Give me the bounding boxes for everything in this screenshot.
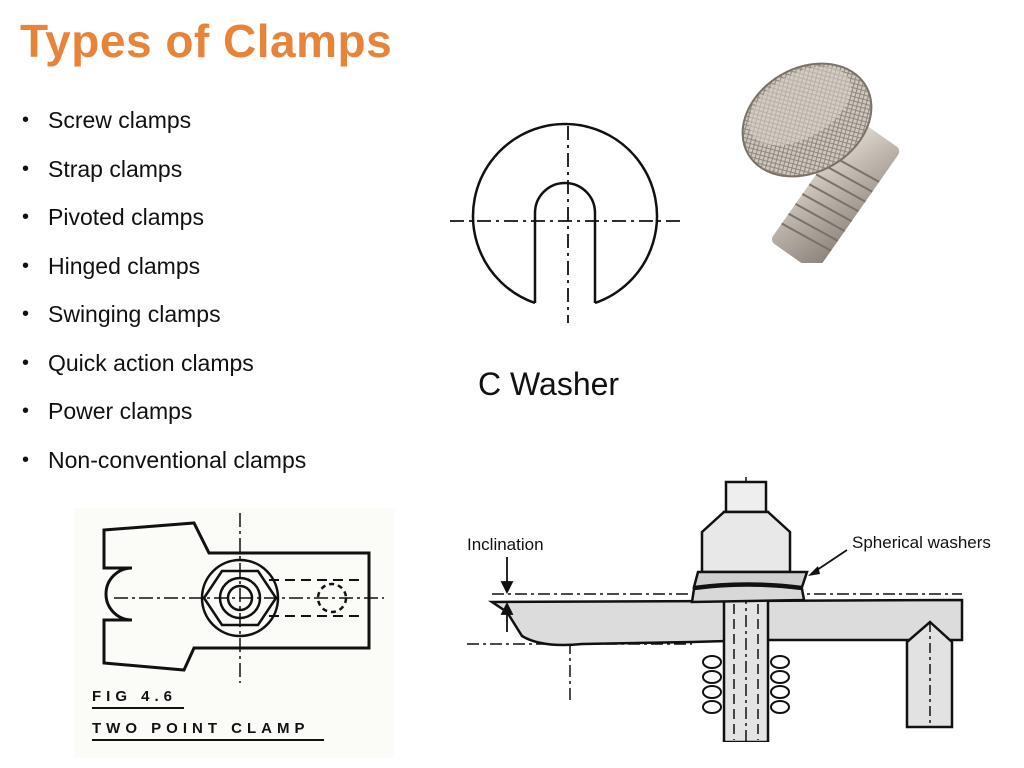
slide-title: Types of Clamps bbox=[20, 15, 393, 67]
fig-label: FIG 4.6 bbox=[92, 688, 177, 705]
spherical-washer-figure: Inclination Spherical washers bbox=[467, 477, 991, 742]
knurled-screw-photo bbox=[741, 62, 900, 263]
two-point-clamp-figure: FIG 4.6 TWO POINT CLAMP bbox=[74, 508, 394, 758]
list-item-label: Quick action clamps bbox=[48, 349, 254, 376]
list-item-label: Power clamps bbox=[48, 398, 193, 425]
list-item: •Non-conventional clamps bbox=[22, 436, 306, 485]
list-item-label: Strap clamps bbox=[48, 155, 183, 182]
two-point-clamp-caption: TWO POINT CLAMP bbox=[92, 720, 310, 737]
list-item: •Power clamps bbox=[22, 387, 306, 436]
list-item: •Strap clamps bbox=[22, 145, 306, 194]
c-washer-caption: C Washer bbox=[478, 366, 619, 402]
list-item-label: Screw clamps bbox=[48, 107, 192, 134]
list-item: •Screw clamps bbox=[22, 96, 306, 145]
c-washer-figure: C Washer bbox=[450, 122, 680, 402]
spherical-washers-label: Spherical washers bbox=[852, 533, 991, 552]
list-item: •Hinged clamps bbox=[22, 242, 306, 291]
list-item: •Swinging clamps bbox=[22, 290, 306, 339]
clamp-types-list: •Screw clamps •Strap clamps •Pivoted cla… bbox=[22, 96, 306, 484]
list-item-label: Hinged clamps bbox=[48, 252, 201, 279]
list-item-label: Non-conventional clamps bbox=[48, 446, 307, 473]
list-item: •Pivoted clamps bbox=[22, 193, 306, 242]
list-item-label: Swinging clamps bbox=[48, 301, 221, 328]
list-item-label: Pivoted clamps bbox=[48, 204, 204, 231]
list-item: •Quick action clamps bbox=[22, 339, 306, 388]
inclination-label: Inclination bbox=[467, 535, 544, 554]
